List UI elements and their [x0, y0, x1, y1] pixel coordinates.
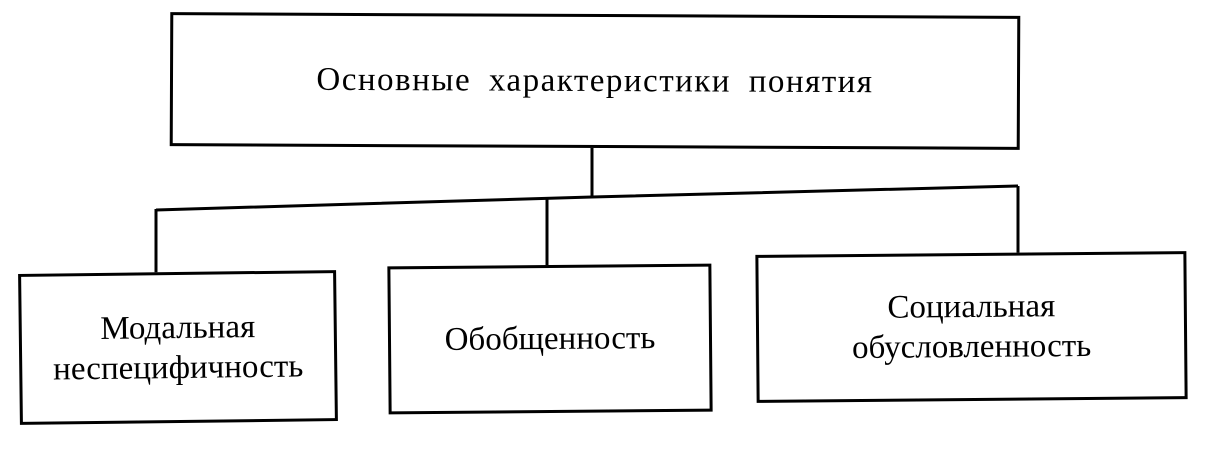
child-label-line: обусловленность: [851, 327, 1092, 367]
child-box-modal-nonspecificity: Модальная неспецифичность: [18, 270, 338, 425]
root-concept-box: Основные характеристики понятия: [169, 12, 1021, 150]
root-concept-label: Основные характеристики понятия: [316, 61, 874, 101]
child-box-generality: Обобщенность: [387, 263, 713, 415]
child-label: Социальная обусловленность: [852, 286, 1092, 368]
child-label-line: Модальная: [100, 308, 256, 347]
child-label: Обобщенность: [444, 318, 655, 360]
child-label-line: неспецифичность: [52, 347, 304, 388]
child-label-line: Обобщенность: [444, 320, 656, 358]
branch-bus-connector: [155, 184, 1019, 212]
child-label: Модальная неспецифичность: [52, 306, 304, 389]
child-box-social-conditioning: Социальная обусловленность: [755, 251, 1188, 403]
child-label-line: Социальная: [887, 288, 1056, 326]
